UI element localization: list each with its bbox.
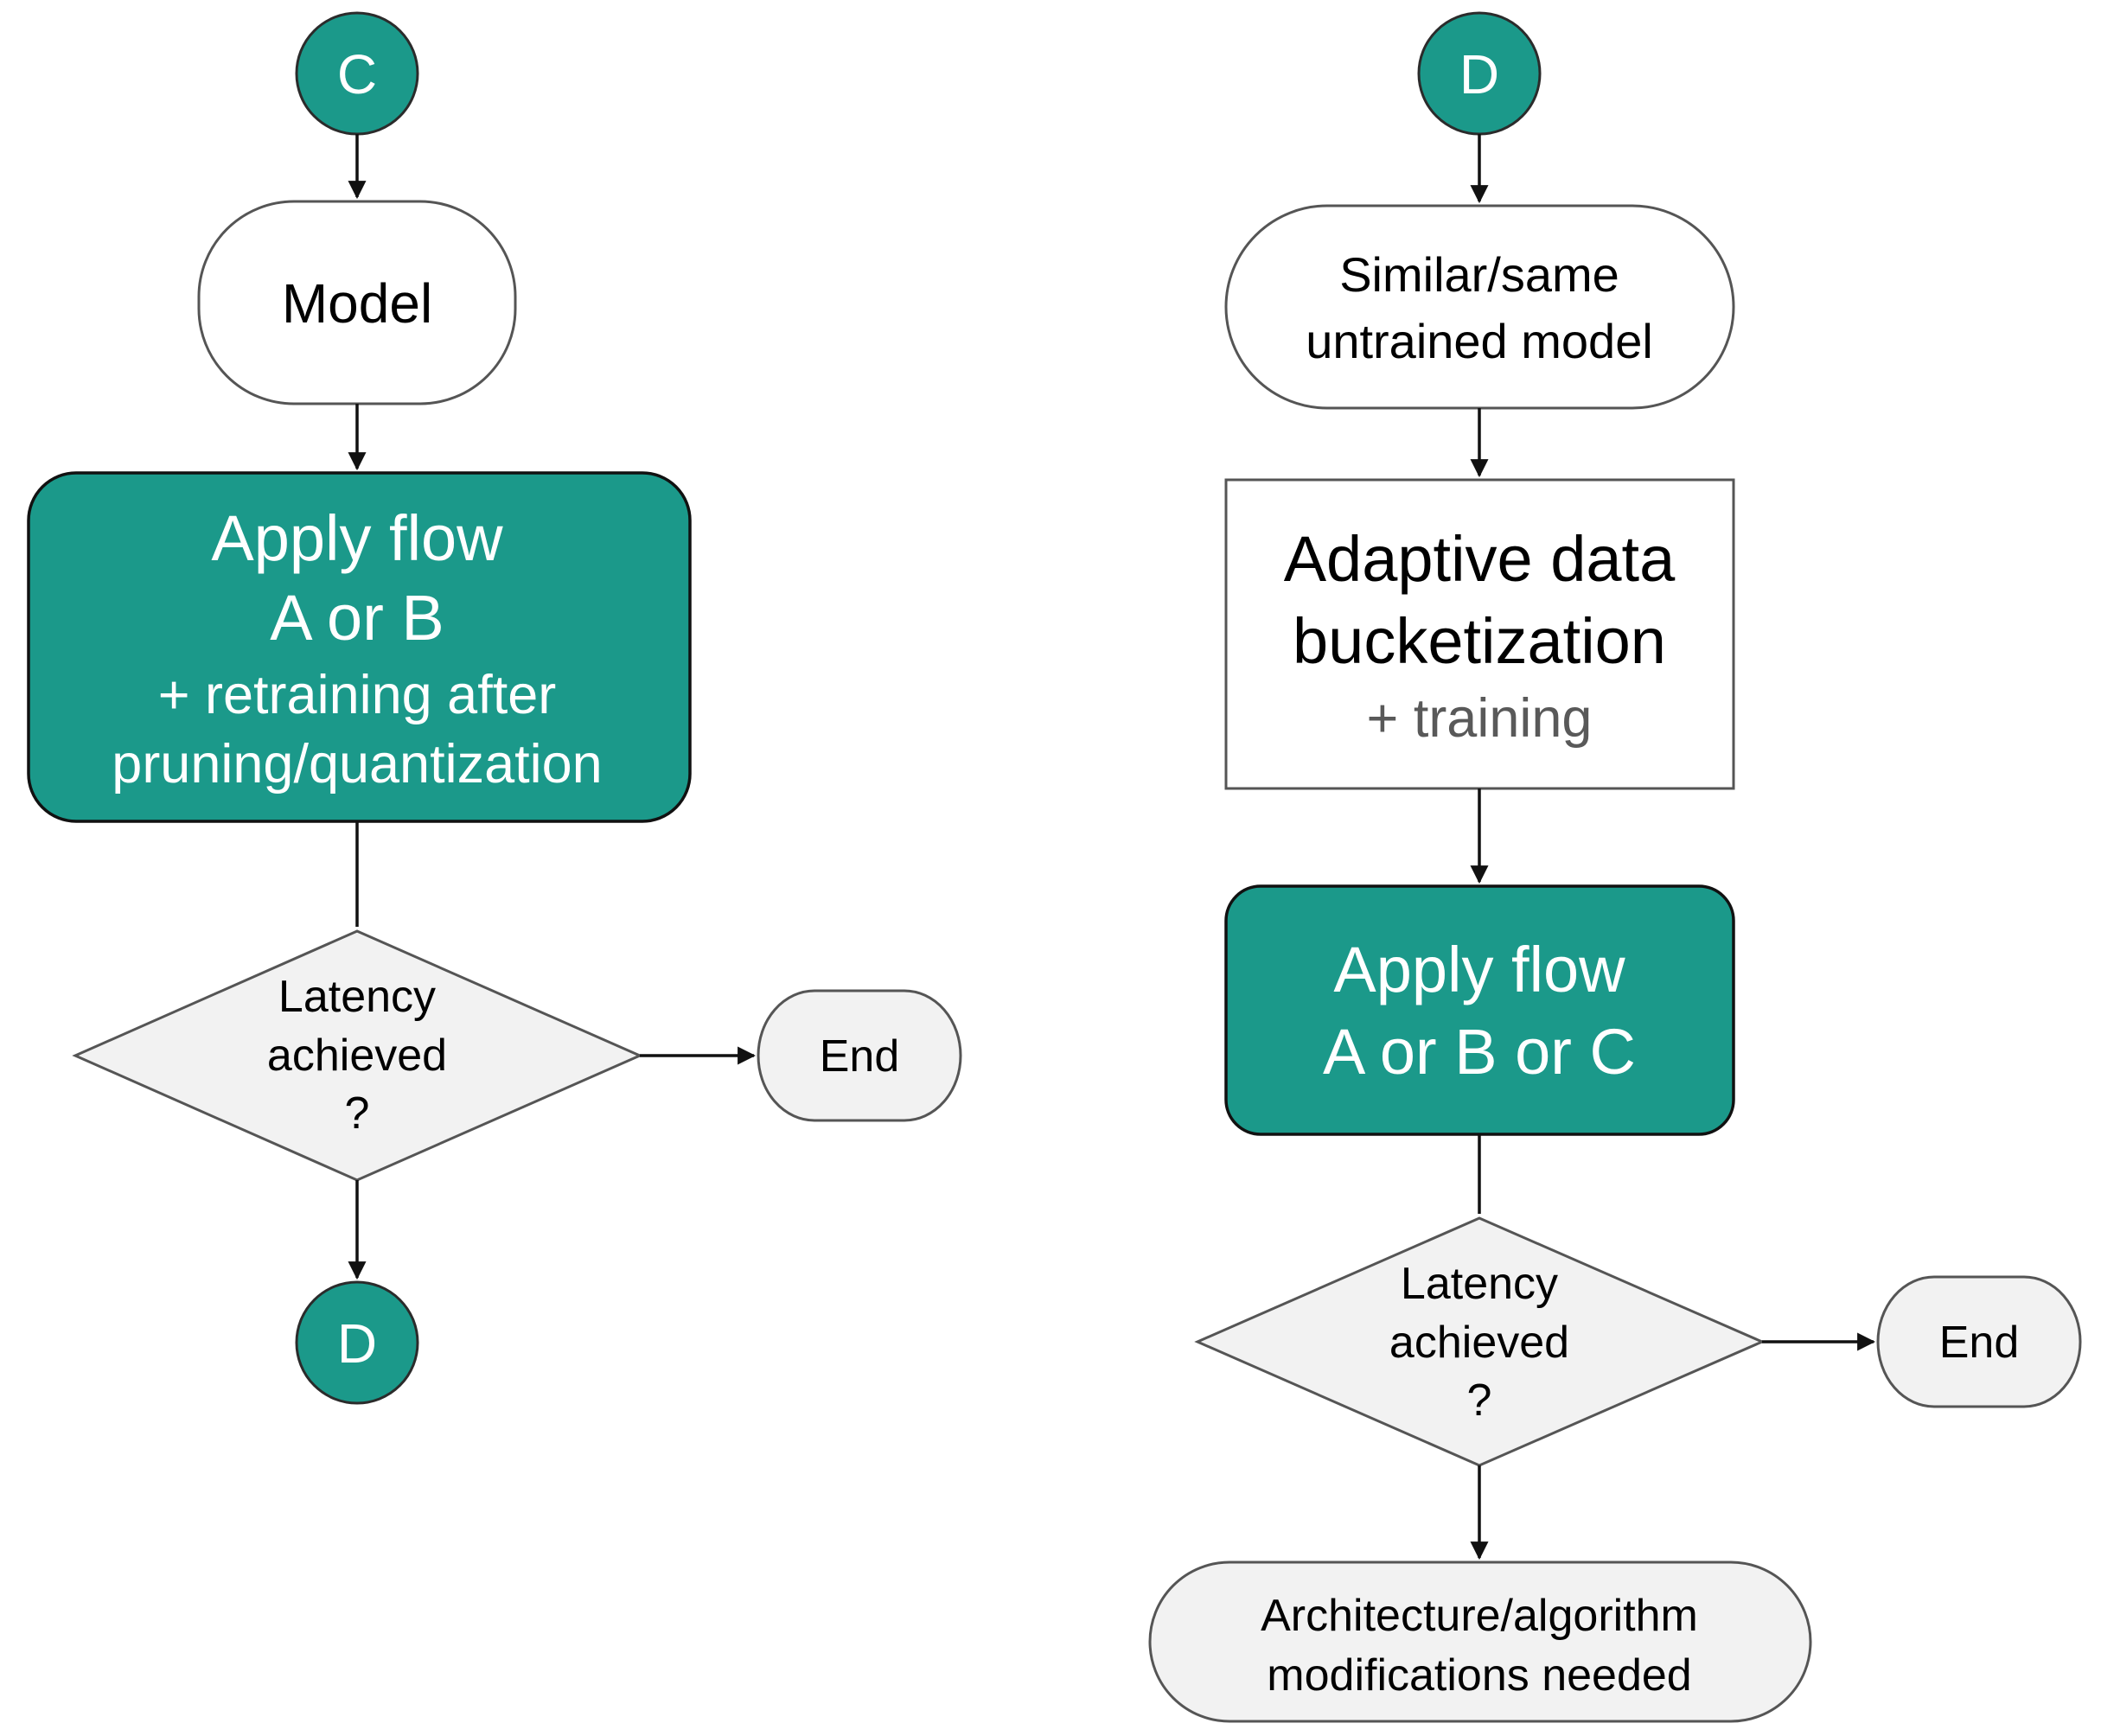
right-decision-line3: ?: [1467, 1375, 1492, 1426]
right-final-line2: modifications needed: [1267, 1650, 1691, 1701]
left-apply-node: Apply flow A or B + retraining after pru…: [27, 471, 692, 823]
left-apply-line4: pruning/quantization: [112, 734, 602, 795]
left-decision-line1: Latency: [278, 972, 436, 1022]
right-bucket-line3: + training: [1367, 688, 1593, 749]
right-apply-line2: A or B or C: [1323, 1016, 1636, 1088]
left-end-label: End: [820, 1031, 900, 1082]
left-model-label: Model: [282, 272, 432, 335]
right-start-connector-label: D: [1459, 43, 1499, 105]
left-start-connector-label: C: [337, 43, 377, 105]
right-bucket-node: Adaptive data bucketization + training: [1224, 478, 1735, 790]
right-end-label: End: [1939, 1318, 2020, 1368]
left-decision-line2: achieved: [267, 1031, 447, 1081]
right-decision-node: Latency achieved ?: [1194, 1216, 1766, 1467]
left-flow: C Model Apply flow A or B + retraining a…: [27, 11, 962, 1405]
right-bucket-line2: bucketization: [1293, 605, 1666, 677]
left-apply-line1: Apply flow: [211, 502, 503, 574]
left-end-node: End: [757, 989, 962, 1122]
left-decision-line3: ?: [345, 1088, 370, 1139]
right-apply-node: Apply flow A or B or C: [1224, 884, 1735, 1136]
left-model-node: Model: [197, 200, 517, 405]
right-model-node: Similar/same untrained model: [1224, 204, 1735, 410]
right-final-node: Architecture/algorithm modifications nee…: [1148, 1560, 1812, 1723]
right-model-line2: untrained model: [1306, 314, 1653, 368]
right-start-connector: D: [1417, 11, 1542, 136]
left-apply-line2: A or B: [270, 582, 444, 654]
right-final-line1: Architecture/algorithm: [1261, 1591, 1698, 1641]
right-flow: D Similar/same untrained model Adaptive …: [1148, 11, 2082, 1723]
left-apply-line3: + retraining after: [158, 665, 557, 725]
right-end-node: End: [1876, 1275, 2082, 1408]
left-decision-node: Latency achieved ?: [72, 929, 643, 1182]
right-model-line1: Similar/same: [1339, 247, 1619, 302]
left-end-connector-label: D: [337, 1312, 377, 1375]
left-start-connector: C: [295, 11, 419, 136]
right-bucket-line1: Adaptive data: [1284, 523, 1676, 595]
right-decision-line1: Latency: [1401, 1259, 1558, 1309]
right-decision-line2: achieved: [1389, 1318, 1569, 1368]
right-apply-line1: Apply flow: [1333, 934, 1625, 1005]
left-end-connector: D: [295, 1280, 419, 1405]
